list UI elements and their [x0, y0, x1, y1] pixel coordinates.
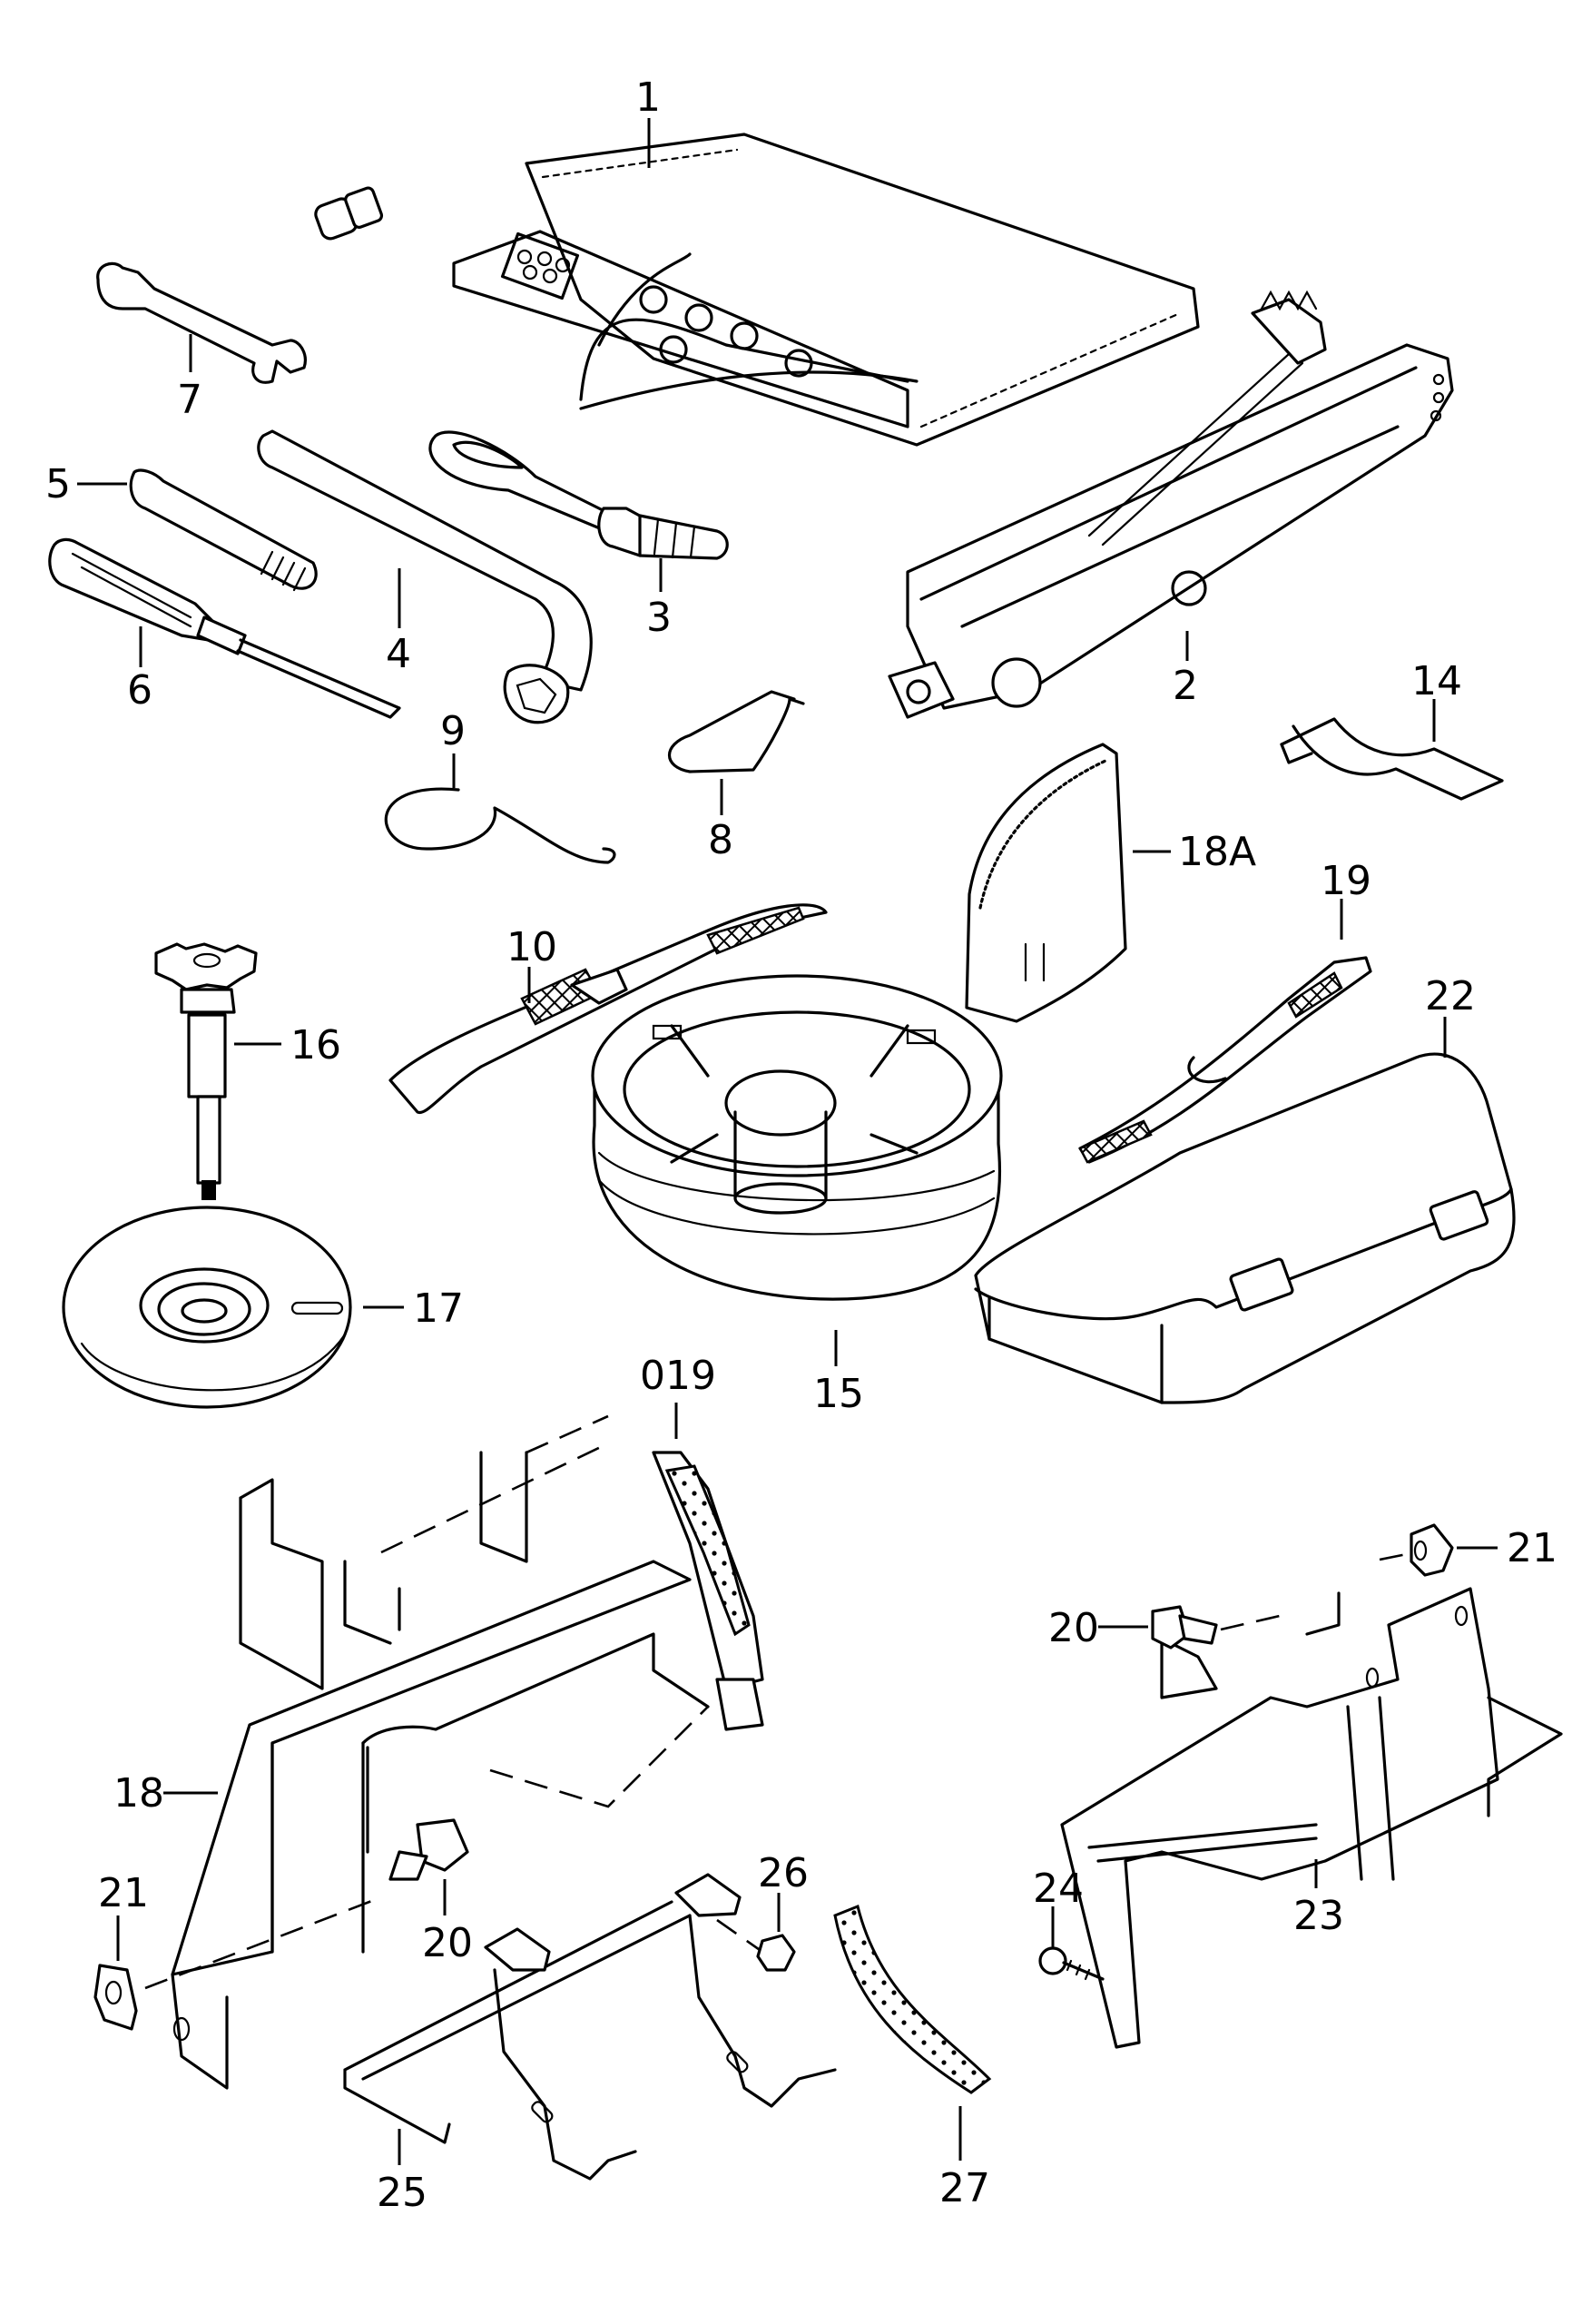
part-hex-nut: [716, 1893, 796, 1972]
callout-5: 5: [45, 461, 71, 507]
part-strap-10: [388, 903, 828, 1115]
part-foam-strip: [833, 1904, 992, 2161]
part-wrench: [96, 261, 307, 384]
part-storage-case: [974, 1017, 1516, 1404]
callout-16: 16: [290, 1022, 341, 1068]
part-right-bracket: [1060, 1523, 1563, 2049]
callout-15: 15: [813, 1371, 864, 1417]
part-holder-frame: [163, 1403, 764, 2090]
callout-20-right: 20: [1048, 1605, 1099, 1651]
callout-18A: 18A: [1178, 829, 1256, 875]
callout-9: 9: [440, 708, 466, 754]
callout-27: 27: [939, 2165, 990, 2211]
callout-6: 6: [127, 667, 152, 714]
part-bolt-left: [144, 1818, 469, 1990]
part-wheel-insert: [591, 974, 1003, 1366]
part-wire-clip: [667, 690, 805, 815]
callout-2: 2: [1173, 663, 1198, 709]
callout-21-left: 21: [98, 1870, 149, 1916]
callout-4: 4: [386, 631, 411, 677]
callout-3: 3: [646, 595, 672, 641]
part-jack-cover: [965, 743, 1171, 1023]
part-spring-nut-left: [93, 1915, 138, 2031]
part-bracket-strip: [1280, 699, 1504, 801]
callout-26: 26: [758, 1850, 809, 1896]
callout-1: 1: [635, 74, 661, 121]
part-screwdriver: [48, 537, 401, 719]
part-jack: [888, 290, 1454, 719]
callout-labels: 1 2 3 4 5 6 7 8 9 10 14 15 16 17 18 18A …: [45, 74, 1557, 2216]
callout-23: 23: [1293, 1893, 1344, 1939]
callout-8: 8: [708, 817, 733, 863]
part-wire-hook: [384, 753, 616, 864]
callout-24: 24: [1033, 1866, 1084, 1912]
part-pin: [77, 468, 318, 592]
part-mounting-frame: [343, 1873, 837, 2181]
callout-21-right: 21: [1507, 1525, 1557, 1571]
callout-25: 25: [377, 2170, 427, 2216]
callout-7: 7: [177, 377, 202, 423]
part-tool-roll: [452, 118, 1200, 447]
callout-18: 18: [113, 1770, 164, 1817]
part-wheel-brace: [257, 429, 593, 724]
part-towing-eye: [428, 430, 729, 592]
part-strap-19: [1078, 899, 1372, 1164]
part-tapping-screw: [1038, 1906, 1105, 1981]
callout-019: 019: [640, 1353, 716, 1399]
callout-20-left: 20: [422, 1920, 473, 1966]
part-cover-disc: [62, 1206, 404, 1409]
part-star-bolt: [154, 942, 281, 1200]
callout-22: 22: [1425, 973, 1476, 1019]
callout-17: 17: [413, 1285, 464, 1332]
callout-19: 19: [1321, 858, 1371, 904]
callout-14: 14: [1411, 658, 1462, 704]
callout-10: 10: [506, 924, 557, 970]
part-socket-adapter: [314, 186, 384, 241]
